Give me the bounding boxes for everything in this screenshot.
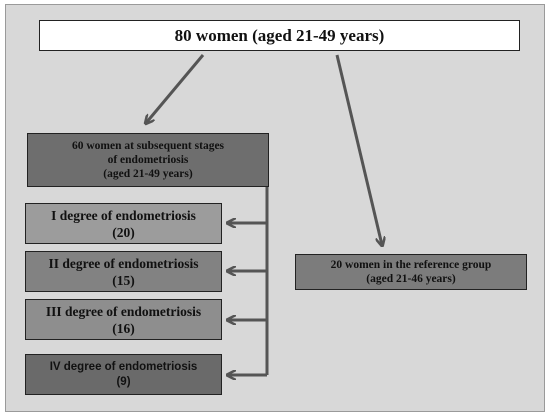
degree-4-box: IV degree of endometriosis (9) (25, 354, 222, 395)
arrow-top-to-group (146, 54, 205, 123)
reference-line-1: 20 women in the reference group (330, 259, 492, 271)
endometriosis-group-box: 60 women at subsequent stages of endomet… (27, 133, 269, 187)
degree-3-count: (16) (112, 320, 135, 336)
arrow-top-to-reference (335, 54, 382, 245)
reference-line-2: (aged 21-46 years) (366, 273, 456, 285)
degree-1-label: I degree of endometriosis (51, 207, 196, 223)
degree-4-label: IV degree of endometriosis (49, 360, 198, 373)
reference-group-box: 20 women in the reference group (aged 21… (295, 254, 527, 290)
degree-1-count: (20) (112, 224, 135, 240)
degree-1-box: I degree of endometriosis (20) (25, 203, 222, 244)
diagram-canvas: 80 women (aged 21-49 years) 60 women at … (5, 4, 545, 412)
degree-3-label: III degree of endometriosis (45, 303, 202, 319)
total-women-box: 80 women (aged 21-49 years) (39, 20, 520, 51)
group-line-2: of endometriosis (107, 154, 189, 166)
degree-2-count: (15) (112, 272, 135, 288)
degree-2-label: II degree of endometriosis (48, 255, 199, 271)
connector-arrows (6, 54, 546, 413)
degree-4-count: (9) (116, 375, 131, 388)
degree-2-box: II degree of endometriosis (15) (25, 251, 222, 292)
total-women-label: 80 women (aged 21-49 years) (174, 25, 385, 45)
group-line-1: 60 women at subsequent stages (71, 140, 225, 152)
group-line-3: (aged 21-49 years) (103, 168, 193, 180)
degree-3-box: III degree of endometriosis (16) (25, 299, 222, 340)
